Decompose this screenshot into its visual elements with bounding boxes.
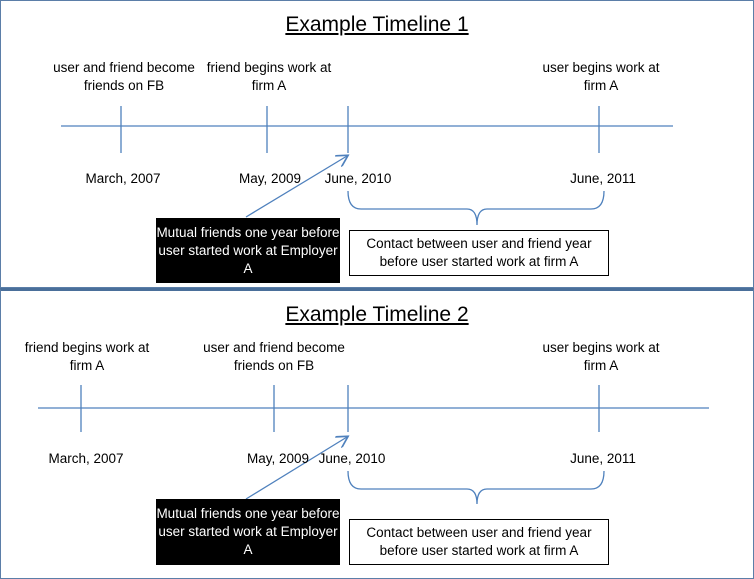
contact-box: Contact between user and friend year bef… [349,519,609,565]
event-label: user begins work at firm A [542,60,660,93]
event-date: June, 2010 [324,171,392,186]
event-date: June, 2010 [318,451,386,466]
event-date: May, 2009 [238,171,302,186]
contact-brace [347,190,605,226]
event-date: March, 2007 [85,171,161,186]
contact-brace [347,470,605,505]
timeline-1-graphic [61,106,673,226]
timeline-title: Example Timeline 2 [285,303,469,326]
timeline-panel-1: Example Timeline 1 user and friend becom… [0,0,754,288]
event-date: March, 2007 [48,451,124,466]
timeline-title: Example Timeline 1 [285,13,469,36]
event-label: user begins work at firm A [542,340,660,373]
event-date: June, 2011 [570,171,636,186]
timeline-2-graphic [38,385,709,505]
mutual-friends-box: Mutual friends one year before user star… [156,499,340,565]
pointer-arrow [245,437,347,500]
event-label: user and friend become friends on FB [203,340,345,373]
mutual-friends-box: Mutual friends one year before user star… [156,218,340,283]
event-label: friend begins work at firm A [24,340,150,373]
contact-box: Contact between user and friend year bef… [349,230,609,276]
event-label: user and friend become friends on FB [53,60,195,93]
timeline-panel-2: Example Timeline 2 friend begins work at… [0,288,754,579]
event-date: May, 2009 [246,451,310,466]
event-date: June, 2011 [570,451,636,466]
pointer-arrow [245,156,347,218]
event-label: friend begins work at firm A [206,60,332,93]
